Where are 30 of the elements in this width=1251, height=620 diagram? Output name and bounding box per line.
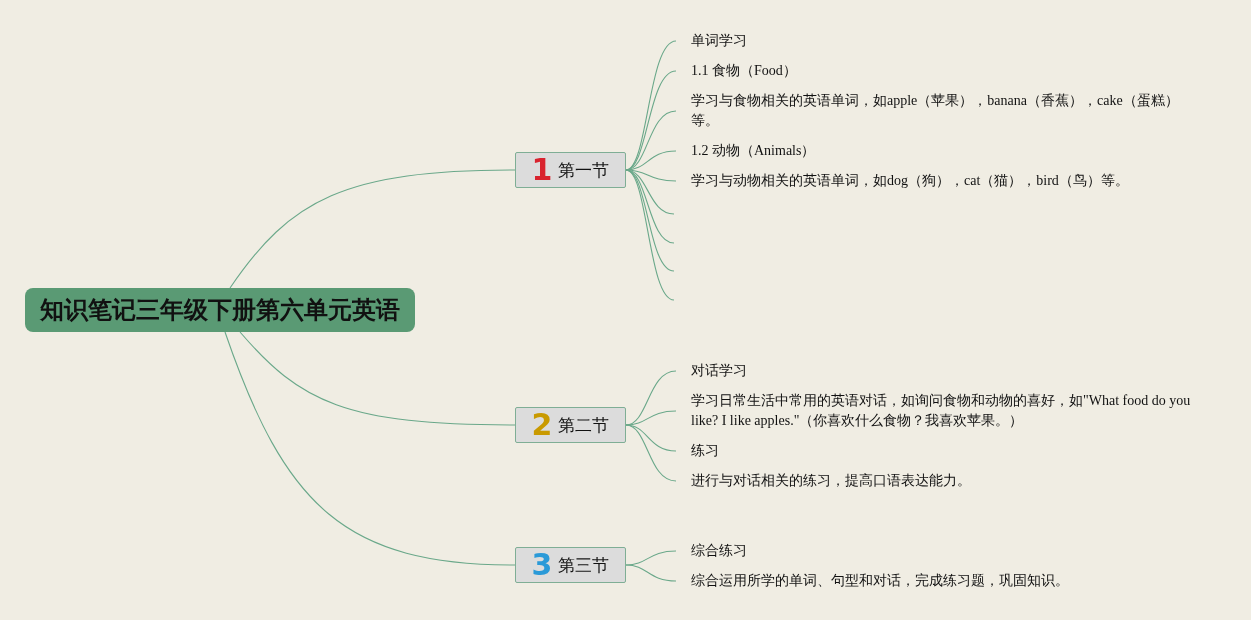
branch-line (625, 424, 677, 482)
branch-line (625, 550, 677, 566)
branch-line (625, 410, 677, 426)
root-topic-box: 知识笔记三年级下册第六单元英语 (25, 288, 415, 332)
section-box (515, 152, 626, 188)
branch-line (239, 331, 516, 426)
topic-text: 学习与动物相关的英语单词，如dog（狗），cat（猫），bird（鸟）等。 (676, 171, 1211, 191)
topic-text: 单词学习 (676, 31, 1211, 51)
section-number: 3 (531, 550, 553, 580)
section-title: 第三节 (558, 553, 610, 577)
section-box (515, 547, 626, 583)
topic-text: 学习日常生活中常用的英语对话，如询问食物和动物的喜好，如"What food do you like? I like apples."（你喜欢什么食物？我喜欢苹果。） (676, 391, 1211, 431)
branch-line (625, 169, 675, 301)
section-title: 第二节 (558, 413, 610, 437)
topic-text: 对话学习 (676, 361, 1211, 381)
topic-text: 学习与食物相关的英语单词，如apple（苹果），banana（香蕉），cake（蛋糕）等。 (676, 91, 1191, 131)
topic-text: 综合运用所学的单词、句型和对话，完成练习题，巩固知识。 (676, 571, 1211, 591)
topic-text: 练习 (676, 441, 1211, 461)
section-number: 1 (531, 155, 553, 185)
branch-line (229, 169, 516, 289)
branch-line (625, 564, 677, 582)
section-title: 第一节 (558, 158, 610, 182)
section-box (515, 407, 626, 443)
topic-text: 进行与对话相关的练习，提高口语表达能力。 (676, 471, 1211, 491)
topic-text: 1.2 动物（Animals） (676, 141, 1211, 161)
branch-line (224, 331, 516, 566)
topic-text: 1.1 食物（Food） (676, 61, 1211, 81)
branch-line (625, 424, 677, 452)
topic-text: 综合练习 (676, 541, 1211, 561)
section-number: 2 (531, 410, 553, 440)
